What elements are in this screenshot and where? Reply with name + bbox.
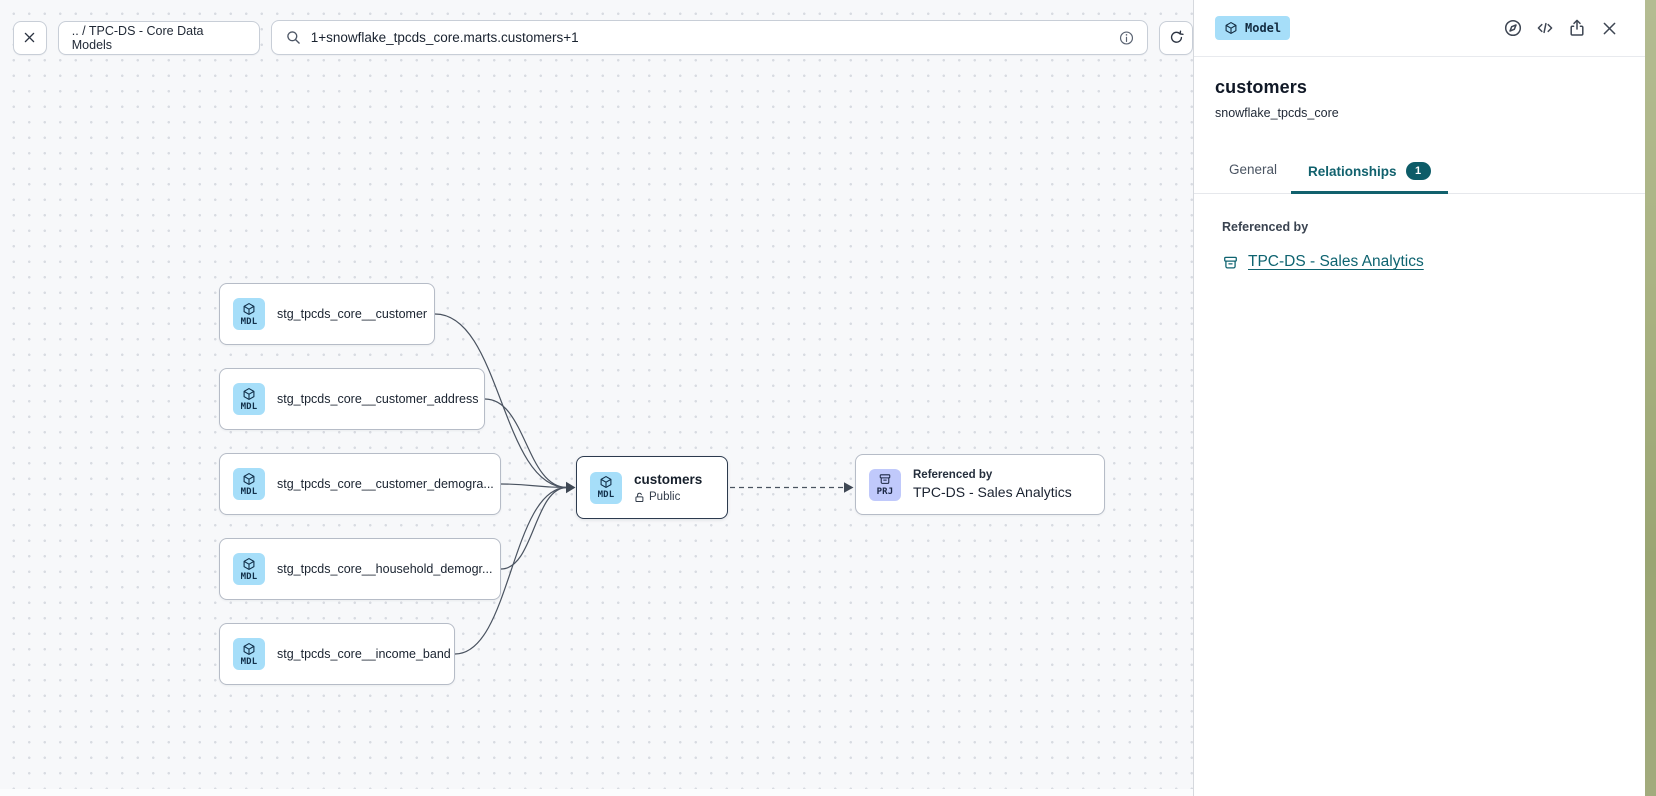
referenced-project-link[interactable]: TPC-DS - Sales Analytics <box>1248 253 1424 270</box>
compass-icon <box>1504 19 1522 37</box>
referenced-by-section: Referenced by TPC-DS - Sales Analytics <box>1194 194 1645 271</box>
node-stg-household-demographics[interactable]: MDL stg_tpcds_core__household_demogr... <box>219 538 501 600</box>
node-referencing-project[interactable]: PRJ Referenced by TPC-DS - Sales Analyti… <box>855 454 1105 515</box>
node-title: customers <box>634 472 703 487</box>
model-icon: MDL <box>233 638 265 670</box>
relationships-count-badge: 1 <box>1405 162 1431 180</box>
edge-customer <box>434 313 568 489</box>
node-title: TPC-DS - Sales Analytics <box>913 484 1072 500</box>
node-label: stg_tpcds_core__customer_demogra... <box>277 477 494 491</box>
model-type-label: Model <box>1245 21 1282 35</box>
details-panel: Model customers snowflake_tpcds_core Gen… <box>1193 0 1645 796</box>
node-stg-customer[interactable]: MDL stg_tpcds_core__customer <box>219 283 435 345</box>
refresh-button[interactable] <box>1159 20 1193 55</box>
cube-icon <box>243 302 255 315</box>
canvas-toolbar: .. / TPC-DS - Core Data Models <box>13 20 1193 55</box>
view-code-button[interactable] <box>1533 16 1557 40</box>
cube-icon <box>243 472 255 485</box>
cube-icon <box>1225 22 1237 34</box>
node-label: stg_tpcds_core__household_demogr... <box>277 562 493 576</box>
edge-customer-demographics <box>500 483 568 489</box>
close-panel-button[interactable] <box>1597 16 1621 40</box>
edge-customer-address <box>484 398 568 489</box>
model-type-badge: Model <box>1215 16 1291 40</box>
selector-search-input[interactable] <box>310 30 1135 45</box>
panel-tabs: General Relationships 1 <box>1194 150 1645 194</box>
share-icon <box>1570 19 1584 36</box>
tab-relationships[interactable]: Relationships 1 <box>1291 150 1448 194</box>
package-name: snowflake_tpcds_core <box>1215 106 1339 120</box>
node-label: stg_tpcds_core__customer <box>277 307 428 321</box>
node-customers-selected[interactable]: MDL customers Public <box>576 456 728 519</box>
explore-button[interactable] <box>1501 16 1525 40</box>
lineage-edges <box>434 313 854 655</box>
edge-household-demographics <box>500 486 568 570</box>
model-icon: MDL <box>233 298 265 330</box>
node-kicker: Referenced by <box>913 469 993 481</box>
model-icon: MDL <box>233 553 265 585</box>
tab-general[interactable]: General <box>1229 162 1278 177</box>
edge-arrowhead <box>566 481 576 494</box>
edge-income-band <box>454 486 568 655</box>
code-icon <box>1537 22 1553 34</box>
close-lineage-button[interactable] <box>13 20 47 55</box>
cube-icon <box>600 476 612 488</box>
breadcrumb[interactable]: .. / TPC-DS - Core Data Models <box>57 20 260 55</box>
node-label: stg_tpcds_core__customer_address <box>277 392 479 406</box>
selector-search-bar[interactable] <box>270 20 1149 55</box>
cube-icon <box>243 557 255 570</box>
access-row: Public <box>634 491 702 503</box>
page-title: customers <box>1215 77 1307 97</box>
info-icon[interactable] <box>1118 29 1135 46</box>
cube-icon <box>243 387 255 400</box>
model-icon: MDL <box>233 383 265 415</box>
node-label: stg_tpcds_core__income_band <box>277 647 451 661</box>
archive-icon <box>879 474 891 484</box>
access-label: Public <box>649 491 681 503</box>
referenced-by-label: Referenced by <box>1222 220 1309 234</box>
dashed-edge-arrowhead <box>844 482 854 493</box>
canvas-bottom-strip <box>0 789 1193 796</box>
close-icon <box>1603 22 1615 34</box>
lineage-canvas[interactable]: .. / TPC-DS - Core Data Models MDL stg_t… <box>0 0 1193 796</box>
unlock-icon <box>635 492 644 502</box>
node-stg-income-band[interactable]: MDL stg_tpcds_core__income_band <box>219 623 455 685</box>
close-icon <box>25 32 35 43</box>
breadcrumb-label: .. / TPC-DS - Core Data Models <box>71 23 204 52</box>
panel-title-block: customers snowflake_tpcds_core <box>1194 57 1645 120</box>
project-icon: PRJ <box>869 468 901 501</box>
archive-icon <box>1224 256 1237 268</box>
refresh-icon <box>1170 30 1184 43</box>
model-icon: MDL <box>233 468 265 500</box>
node-stg-customer-address[interactable]: MDL stg_tpcds_core__customer_address <box>219 368 485 430</box>
search-icon <box>286 31 300 44</box>
panel-actions <box>1501 16 1621 40</box>
model-icon: MDL <box>590 471 622 504</box>
desktop-wallpaper-strip <box>1645 0 1656 796</box>
cube-icon <box>243 642 255 655</box>
panel-header: Model <box>1194 0 1645 57</box>
node-stg-customer-demographics[interactable]: MDL stg_tpcds_core__customer_demogra... <box>219 453 501 515</box>
share-button[interactable] <box>1565 16 1589 40</box>
referenced-by-row: TPC-DS - Sales Analytics <box>1222 253 1624 271</box>
